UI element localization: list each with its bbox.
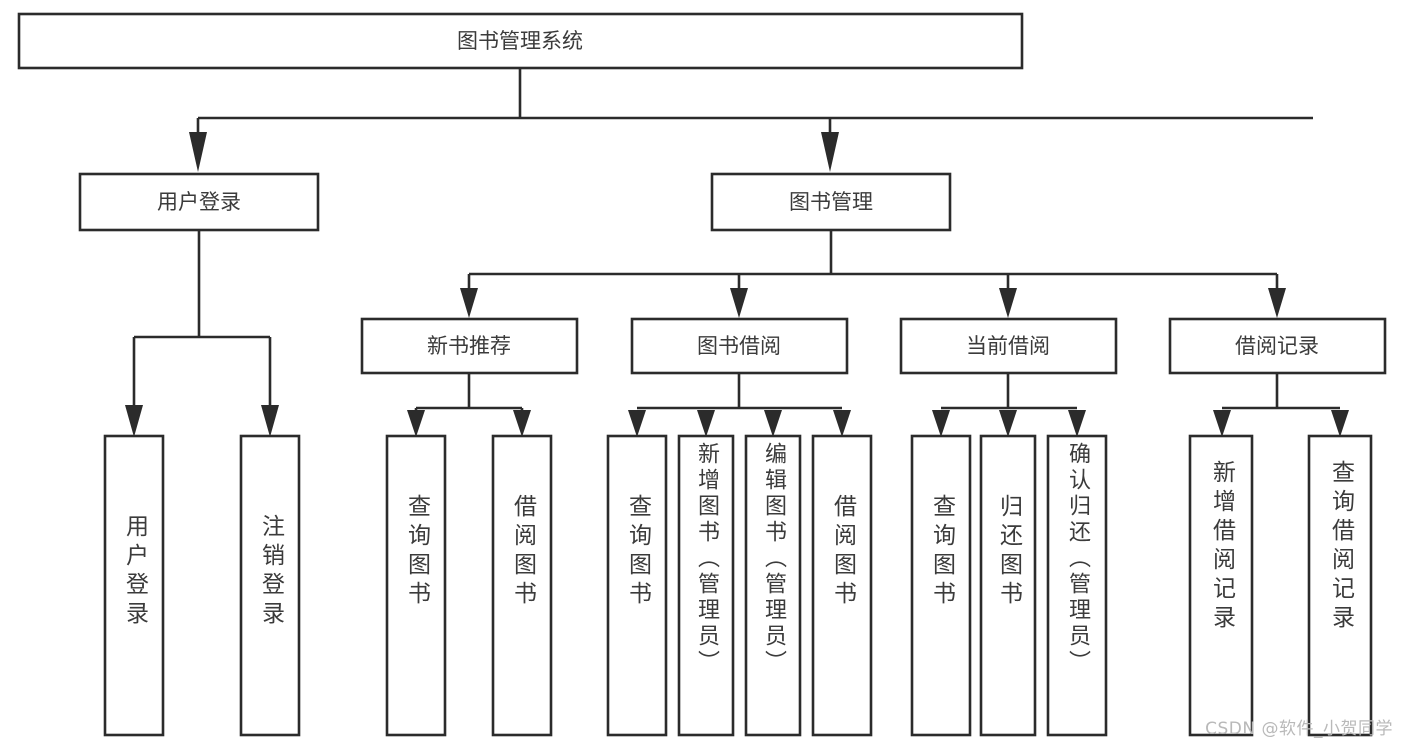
leaf-box-cb-2[interactable] bbox=[979, 434, 1037, 737]
leaf-box-nbr-2[interactable] bbox=[491, 434, 553, 737]
arrow-cb-leaf-1 bbox=[932, 410, 950, 437]
leaf-box-bb-2[interactable] bbox=[677, 434, 735, 737]
leaf-box-user-login-1[interactable] bbox=[103, 434, 165, 737]
node-borrow-records-box[interactable] bbox=[1168, 317, 1387, 375]
arrow-login-leaf-2 bbox=[261, 405, 279, 437]
arrow-to-new-book-recommend bbox=[460, 288, 478, 318]
node-book-management[interactable]: 图书管理 bbox=[710, 172, 952, 232]
leaf-box-nbr-1[interactable] bbox=[385, 434, 447, 737]
node-user-login[interactable]: 用户登录 bbox=[78, 172, 320, 232]
arrow-bb-leaf-4 bbox=[833, 410, 851, 437]
node-root-label: 图书管理系统 bbox=[457, 29, 583, 53]
leaf-box-br-2[interactable] bbox=[1307, 434, 1373, 737]
arrow-root-to-login bbox=[189, 132, 207, 172]
node-book-borrow-box[interactable] bbox=[630, 317, 849, 375]
leaf-box-bb-4[interactable] bbox=[811, 434, 873, 737]
arrow-cb-leaf-3 bbox=[1068, 410, 1086, 437]
node-current-borrow-label: 当前借阅 bbox=[966, 334, 1050, 358]
arrow-br-leaf-1 bbox=[1213, 410, 1231, 437]
arrow-to-current-borrow bbox=[999, 288, 1017, 318]
leaf-box-bb-3[interactable] bbox=[744, 434, 802, 737]
leaf-box-cb-3[interactable] bbox=[1046, 434, 1108, 737]
node-new-book-recommend[interactable]: 新书推荐 bbox=[360, 317, 579, 375]
node-current-borrow[interactable]: 当前借阅 bbox=[899, 317, 1118, 375]
arrow-cb-leaf-2 bbox=[999, 410, 1017, 437]
node-borrow-records-label: 借阅记录 bbox=[1235, 334, 1319, 358]
node-root-box[interactable] bbox=[17, 12, 1024, 70]
arrow-bb-leaf-3 bbox=[764, 410, 782, 437]
node-book-borrow-label: 图书借阅 bbox=[697, 334, 781, 358]
csdn-watermark: CSDN @软件_小贺同学 bbox=[1205, 719, 1393, 739]
node-book-management-box[interactable] bbox=[710, 172, 952, 232]
arrow-to-borrow-records bbox=[1268, 288, 1286, 318]
node-book-borrow[interactable]: 图书借阅 bbox=[630, 317, 849, 375]
arrow-bb-leaf-2 bbox=[697, 410, 715, 437]
arrow-br-leaf-2 bbox=[1331, 410, 1349, 437]
node-current-borrow-box[interactable] bbox=[899, 317, 1118, 375]
arrow-login-leaf-1 bbox=[125, 405, 143, 437]
arrow-to-book-borrow bbox=[730, 288, 748, 318]
arrow-nbr-leaf-1 bbox=[407, 410, 425, 437]
node-root[interactable]: 图书管理系统 bbox=[17, 12, 1024, 70]
node-borrow-records[interactable]: 借阅记录 bbox=[1168, 317, 1387, 375]
leaf-box-cb-1[interactable] bbox=[910, 434, 972, 737]
node-new-book-recommend-label: 新书推荐 bbox=[427, 334, 511, 358]
arrow-nbr-leaf-2 bbox=[513, 410, 531, 437]
node-book-management-label: 图书管理 bbox=[789, 190, 873, 214]
leaf-box-br-1[interactable] bbox=[1188, 434, 1254, 737]
arrow-bb-leaf-1 bbox=[628, 410, 646, 437]
node-new-book-recommend-box[interactable] bbox=[360, 317, 579, 375]
node-user-login-label: 用户登录 bbox=[157, 190, 241, 214]
arrow-root-to-bookmgmt bbox=[821, 132, 839, 172]
leaf-box-bb-1[interactable] bbox=[606, 434, 668, 737]
leaf-box-user-login-2[interactable] bbox=[239, 434, 301, 737]
